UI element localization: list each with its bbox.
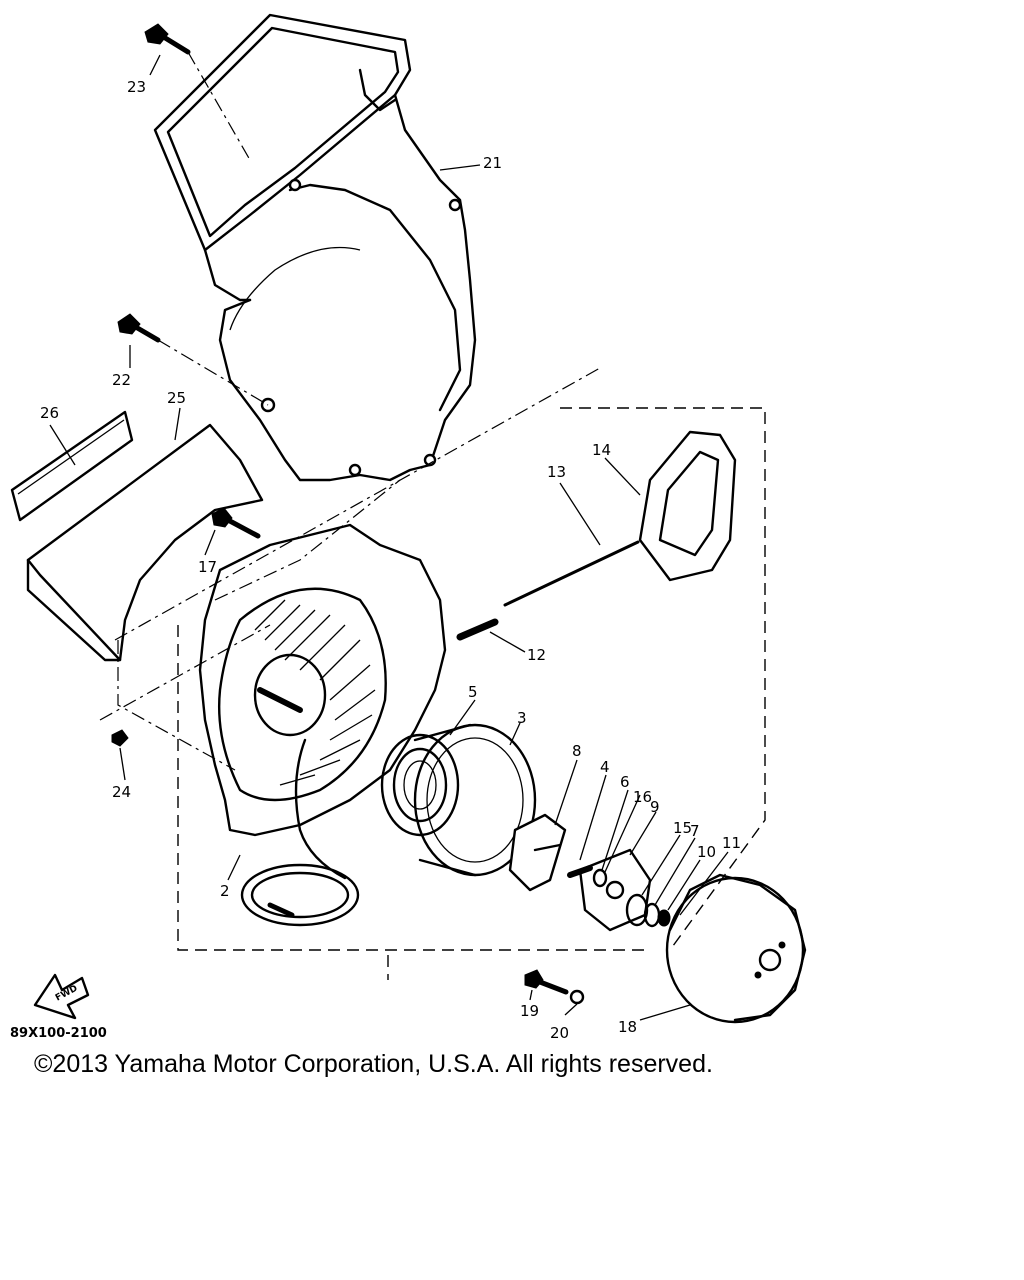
part-label-17: 17 (198, 558, 217, 576)
friction-plate-part-9 (578, 848, 652, 932)
part-label-26: 26 (40, 404, 59, 422)
side-cover-part-25 (26, 423, 264, 662)
nut-part-10 (657, 909, 671, 927)
exploded-parts-diagram: 23 21 22 26 25 17 24 14 13 12 5 3 8 4 6 … (10, 13, 807, 1040)
bolt-part-23 (144, 23, 251, 161)
washer-part-16 (592, 868, 608, 888)
rope-guide-part-12 (456, 618, 499, 641)
part-label-11: 11 (722, 834, 741, 852)
part-label-4: 4 (600, 758, 610, 776)
part-label-3: 3 (517, 709, 527, 727)
part-label-10: 10 (697, 843, 716, 861)
diagram-ref-code: 89X100-2100 (10, 1026, 107, 1040)
starter-case-part-2 (198, 523, 447, 927)
part-label-15: 15 (673, 819, 692, 837)
part-label-16: 16 (633, 788, 652, 806)
part-label-21: 21 (483, 154, 502, 172)
washer-part-20 (569, 989, 585, 1005)
part-label-22: 22 (112, 371, 131, 389)
part-label-20: 20 (550, 1024, 569, 1040)
pulley-part-3 (380, 723, 537, 877)
part-label-19: 19 (520, 1002, 539, 1020)
drum-part-18 (665, 873, 807, 1024)
bolt-part-17 (211, 507, 261, 539)
rope-part-13 (503, 540, 640, 607)
washer-part-15 (625, 893, 649, 927)
fan-cover-part-21 (153, 13, 477, 482)
part-label-14: 14 (592, 441, 611, 459)
handle-part-14 (638, 430, 737, 582)
copyright-notice: ©2013 Yamaha Motor Corporation, U.S.A. A… (34, 1050, 713, 1078)
part-label-8: 8 (572, 742, 582, 760)
nut-part-24 (111, 729, 129, 747)
part-label-5: 5 (468, 683, 478, 701)
assembly-outline (99, 367, 766, 980)
bolt-part-22 (117, 313, 269, 406)
part-label-12: 12 (527, 646, 546, 664)
part-label-18: 18 (618, 1018, 637, 1036)
nameplate-part-26 (10, 410, 134, 522)
part-label-25: 25 (167, 389, 186, 407)
part-label-6: 6 (620, 773, 630, 791)
part-label-24: 24 (112, 783, 131, 801)
fwd-arrow-icon: FWD (33, 973, 90, 1020)
leader-lines (49, 54, 729, 1021)
part-label-9: 9 (650, 798, 660, 816)
bolt-part-19 (524, 969, 569, 995)
part-label-23: 23 (127, 78, 146, 96)
part-label-7: 7 (690, 822, 700, 840)
part-label-2: 2 (220, 882, 230, 900)
pawl-part-8 (508, 813, 567, 892)
part-label-13: 13 (547, 463, 566, 481)
